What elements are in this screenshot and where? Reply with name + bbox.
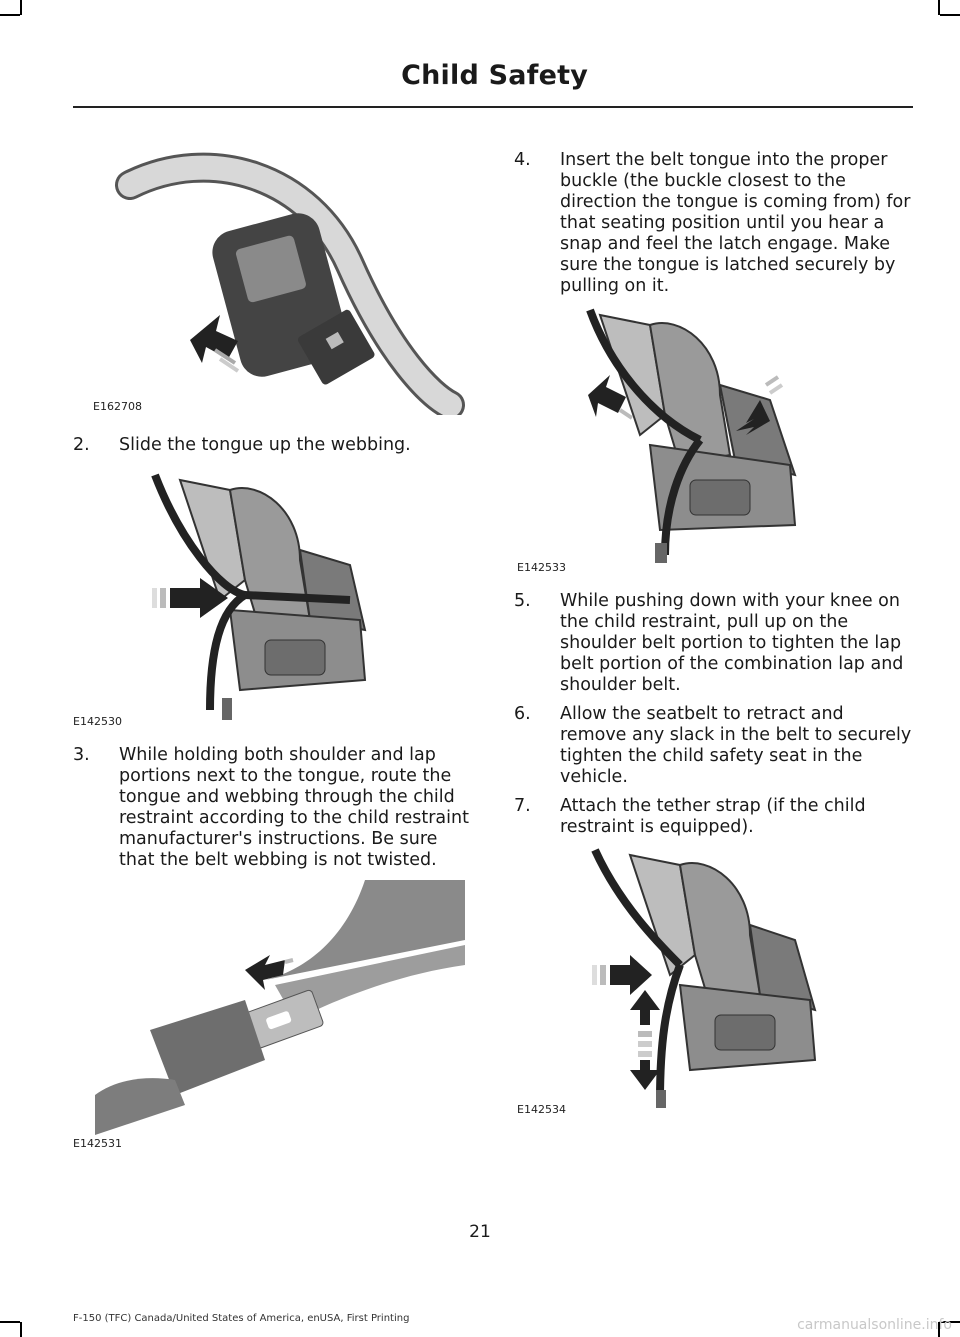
child-seat-illustration [151, 473, 367, 720]
crop-mark [940, 14, 960, 16]
child-seat-buckled-illustration [586, 308, 797, 563]
child-seat-tether-illustration [591, 848, 817, 1108]
step-7: 7. Attach the tether strap (if the child… [514, 796, 914, 838]
step-number: 2. [73, 435, 90, 455]
crop-mark [938, 0, 940, 15]
figure-code: E142530 [73, 715, 122, 728]
figure-code: E142534 [517, 1103, 566, 1116]
header-divider [73, 106, 913, 108]
belt-tongue-illustration [115, 152, 465, 420]
step-6: 6. Allow the seatbelt to retract and rem… [514, 704, 914, 788]
crop-mark [20, 0, 22, 15]
crop-mark [938, 1322, 940, 1337]
figure-child-seat-tether [590, 845, 830, 1110]
step-number: 6. [514, 704, 531, 724]
step-5: 5. While pushing down with your knee on … [514, 591, 914, 696]
crop-mark [0, 14, 20, 16]
figure-child-seat-belt-routed [150, 470, 410, 720]
watermark: carmanualsonline.info [797, 1317, 952, 1333]
figure-buckle-tongue [95, 880, 470, 1135]
step-text: While holding both shoulder and lap port… [119, 745, 469, 870]
step-text: Insert the belt tongue into the proper b… [560, 150, 911, 296]
step-number: 4. [514, 150, 531, 170]
buckle-illustration [95, 880, 465, 1135]
step-text: Allow the seatbelt to retract and remove… [560, 704, 912, 787]
step-text: Slide the tongue up the webbing. [119, 435, 411, 455]
figure-belt-tongue [90, 145, 470, 420]
step-number: 3. [73, 745, 90, 765]
step-number: 7. [514, 796, 531, 816]
figure-code: E162708 [93, 400, 142, 413]
figure-child-seat-buckled [570, 305, 810, 565]
footer-text: F-150 (TFC) Canada/United States of Amer… [73, 1313, 410, 1324]
figure-code: E142533 [517, 561, 566, 574]
page-title: Child Safety [401, 60, 588, 91]
step-number: 5. [514, 591, 531, 611]
step-4: 4. Insert the belt tongue into the prope… [514, 150, 914, 297]
step-text: Attach the tether strap (if the child re… [560, 796, 866, 837]
crop-mark [940, 1321, 960, 1323]
crop-mark [0, 1321, 20, 1323]
crop-mark [20, 1322, 22, 1337]
step-3: 3. While holding both shoulder and lap p… [73, 745, 478, 871]
figure-code: E142531 [73, 1137, 122, 1150]
step-2: 2. Slide the tongue up the webbing. [73, 435, 473, 456]
page-number: 21 [469, 1222, 491, 1242]
step-text: While pushing down with your knee on the… [560, 591, 904, 695]
